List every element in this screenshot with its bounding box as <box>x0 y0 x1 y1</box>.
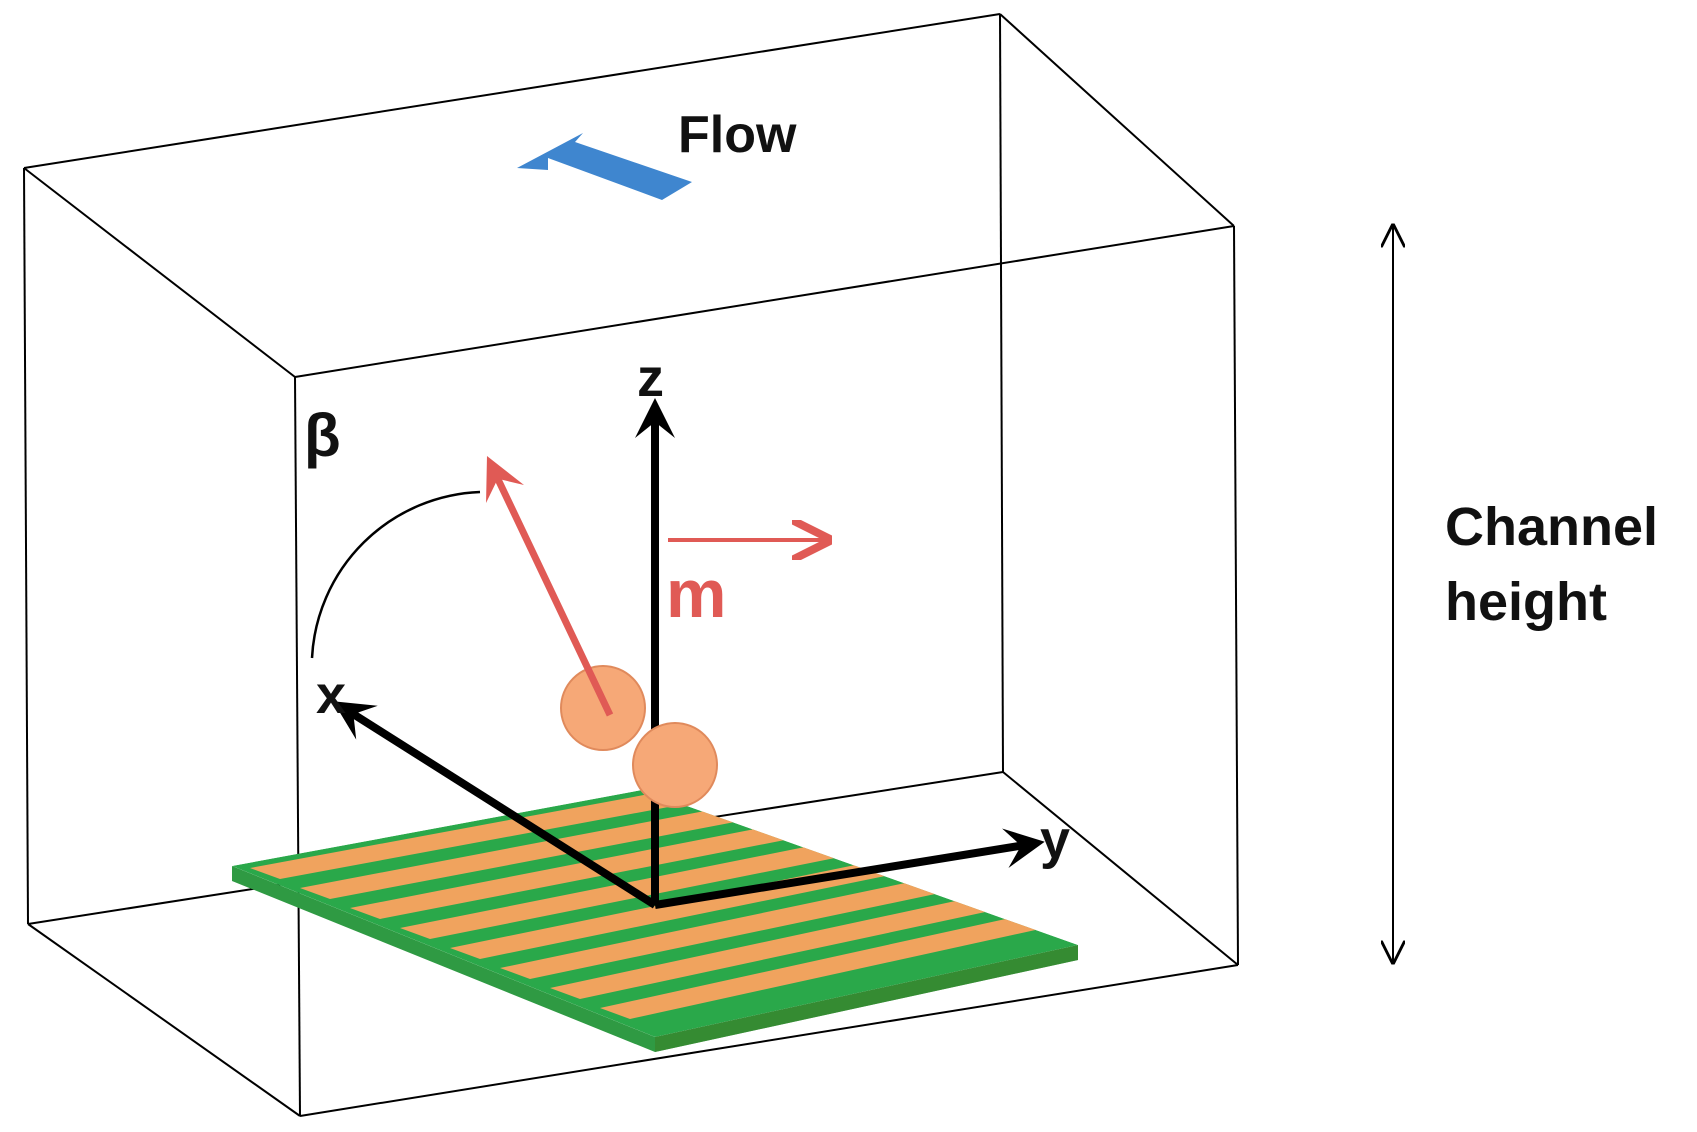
interdigitated-electrode <box>232 790 1078 1052</box>
flow-label: Flow <box>678 106 797 164</box>
particle-dimer <box>560 665 718 808</box>
x-axis-label: x <box>316 665 346 725</box>
coordinate-axes <box>333 398 1045 909</box>
channel-height-label-line1: Channel <box>1445 497 1658 557</box>
flow-direction-arrow-icon <box>517 133 692 200</box>
channel-box <box>23 13 1239 1117</box>
beta-angle-arc <box>310 490 481 659</box>
z-axis-label: z <box>637 348 664 408</box>
beta-label: β <box>304 402 341 469</box>
y-axis-label: y <box>1040 810 1070 870</box>
dimer-orientation-arrow <box>486 456 614 717</box>
x-axis-line <box>333 701 658 909</box>
y-axis-line <box>654 828 1045 909</box>
lower-particle <box>632 722 718 808</box>
moment-label: m <box>666 556 726 632</box>
channel-height-label-line2: height <box>1445 572 1607 632</box>
